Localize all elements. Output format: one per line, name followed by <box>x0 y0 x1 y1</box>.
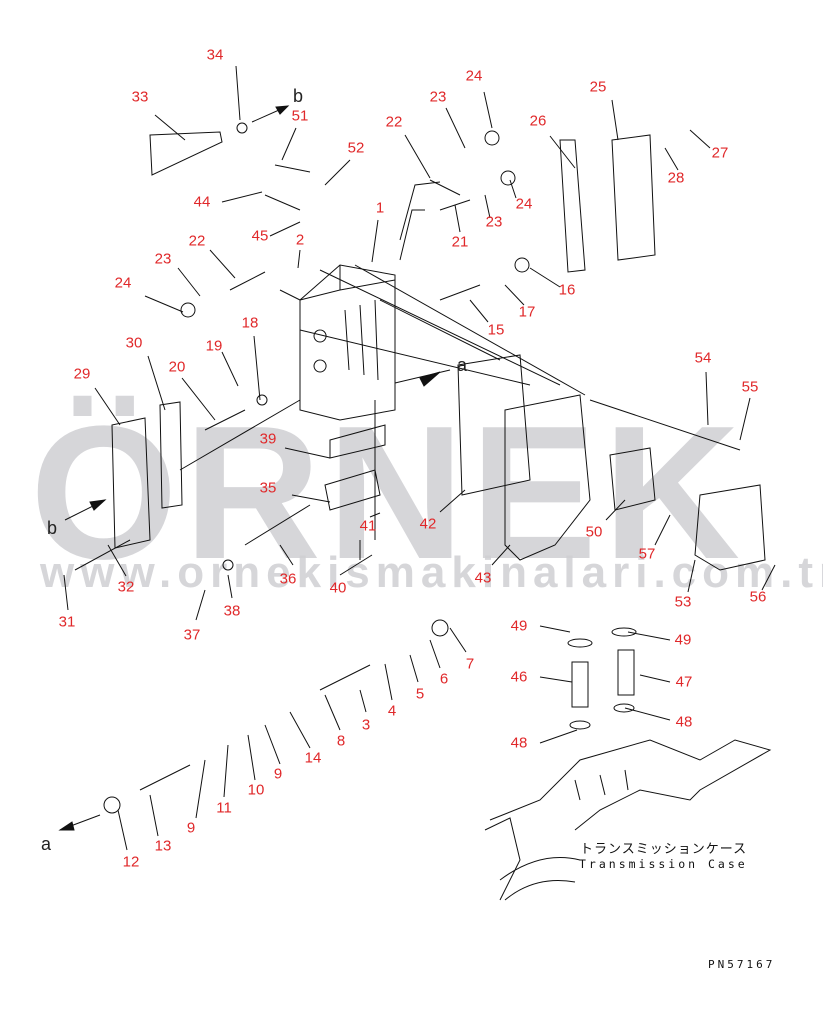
part-label: 39 <box>259 430 277 448</box>
part-label: 18 <box>241 314 259 332</box>
arrow-label-b-left: b <box>46 518 58 538</box>
part-label: 49 <box>674 631 692 649</box>
drawing-number: PN57167 <box>708 958 776 971</box>
arrow-label-a-bottom: a <box>40 834 52 854</box>
part-label: 22 <box>188 232 206 250</box>
part-label: 22 <box>385 113 403 131</box>
part-label: 11 <box>216 799 232 817</box>
part-label: 12 <box>122 853 140 871</box>
part-label: 41 <box>359 517 377 535</box>
arrows <box>58 105 451 831</box>
part-label: 38 <box>223 602 241 620</box>
part-label: 37 <box>183 626 201 644</box>
part-label: 10 <box>247 781 265 799</box>
part-label: 3 <box>361 716 371 734</box>
part-label: 55 <box>741 378 759 396</box>
part-label: 33 <box>131 88 149 106</box>
part-label: 48 <box>675 713 693 731</box>
part-label: 16 <box>558 281 576 299</box>
part-label: 23 <box>485 213 503 231</box>
part-label: 35 <box>259 479 277 497</box>
part-label: 9 <box>273 765 283 783</box>
part-label: 44 <box>193 193 211 211</box>
part-label: 56 <box>749 588 767 606</box>
part-label: 23 <box>429 88 447 106</box>
part-label: 15 <box>487 321 505 339</box>
part-label: 24 <box>515 195 533 213</box>
part-label: 31 <box>58 613 76 631</box>
arrow-label-b-top: b <box>292 86 304 106</box>
part-label: 1 <box>375 199 385 217</box>
part-label: 40 <box>329 579 347 597</box>
part-label: 7 <box>465 655 475 673</box>
case-label-english: Transmission Case <box>579 857 748 871</box>
part-label: 43 <box>474 569 492 587</box>
part-label: 29 <box>73 365 91 383</box>
part-label: 28 <box>667 169 685 187</box>
part-label: 45 <box>251 227 269 245</box>
part-label: 53 <box>674 593 692 611</box>
part-label: 24 <box>114 274 132 292</box>
part-label: 51 <box>291 107 309 125</box>
part-label: 21 <box>451 233 469 251</box>
part-label: 5 <box>415 685 425 703</box>
part-label: 49 <box>510 617 528 635</box>
arrow-label-a-mid: a <box>456 355 468 375</box>
part-label: 17 <box>518 303 536 321</box>
part-label: 6 <box>439 670 449 688</box>
part-label: 23 <box>154 250 172 268</box>
part-label: 32 <box>117 578 135 596</box>
part-label: 8 <box>336 732 346 750</box>
part-label: 36 <box>279 570 297 588</box>
part-label: 30 <box>125 334 143 352</box>
part-label: 34 <box>206 46 224 64</box>
part-label: 27 <box>711 144 729 162</box>
valve-body <box>299 264 396 421</box>
case-label-japanese: トランスミッションケース <box>580 842 748 857</box>
part-label: 52 <box>347 139 365 157</box>
part-label: 26 <box>529 112 547 130</box>
part-label: 24 <box>465 67 483 85</box>
part-label: 9 <box>186 819 196 837</box>
part-label: 14 <box>304 749 322 767</box>
part-label: 48 <box>510 734 528 752</box>
part-label: 19 <box>205 337 223 355</box>
part-label: 54 <box>694 349 712 367</box>
part-label: 57 <box>638 545 656 563</box>
transmission-case <box>484 739 772 901</box>
part-label: 2 <box>295 231 305 249</box>
part-label: 46 <box>510 668 528 686</box>
part-label: 4 <box>387 702 397 720</box>
small-parts <box>74 122 637 814</box>
part-label: 25 <box>589 78 607 96</box>
part-label: 20 <box>168 358 186 376</box>
part-label: 50 <box>585 523 603 541</box>
leader-lines <box>63 65 776 851</box>
part-label: 47 <box>675 673 693 691</box>
part-label: 42 <box>419 515 437 533</box>
plates <box>111 131 766 571</box>
part-label: 13 <box>154 837 172 855</box>
